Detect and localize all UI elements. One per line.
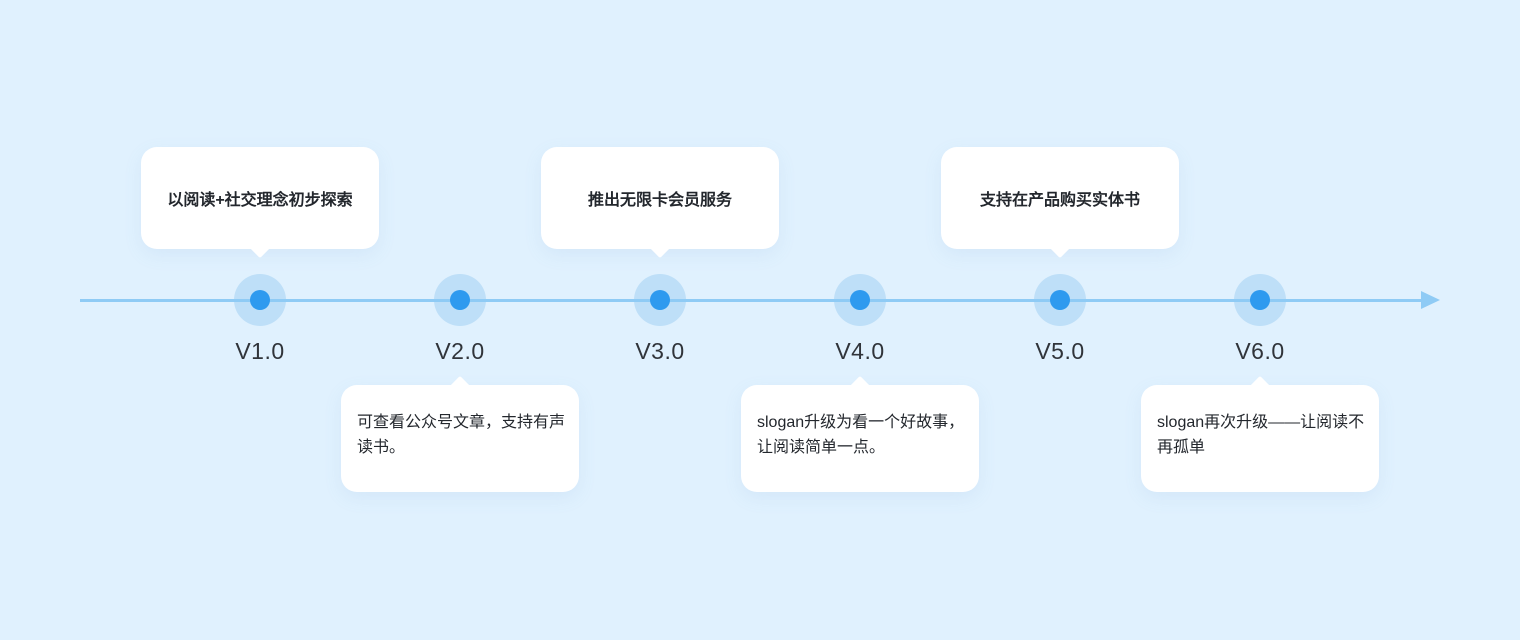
milestone-dot [1250,290,1270,310]
milestone-dot [650,290,670,310]
callout-bubble-v5: 支持在产品购买实体书 [941,147,1179,259]
callout-note: 可查看公众号文章，支持有声读书。 [357,414,566,456]
bubble-tail [249,236,271,259]
version-label: V5.0 [1035,338,1085,364]
version-label: V4.0 [835,338,885,364]
callout-bubble-v2: 可查看公众号文章，支持有声读书。 [341,375,579,492]
callout-bubble-v1: 以阅读+社交理念初步探索 [141,147,379,259]
bubble-tail [649,236,671,259]
version-label: V2.0 [435,338,485,364]
milestone-dot [1050,290,1070,310]
arrow-right-icon [1421,291,1440,309]
callout-bubble-v4: slogan升级为看一个好故事，让阅读简单一点。 [741,375,979,492]
callout-note: 以阅读+社交理念初步探索 [167,192,353,209]
version-label: V3.0 [635,338,685,364]
callout-bubble-v3: 推出无限卡会员服务 [541,147,779,259]
callout-note: 推出无限卡会员服务 [587,192,732,209]
version-label: V1.0 [235,338,285,364]
timeline-axis [80,299,1422,302]
callout-bubble-v6: slogan再次升级——让阅读不再孤单 [1141,375,1379,492]
milestone-dot [850,290,870,310]
bubble-tail [1049,236,1071,259]
milestone-dot [250,290,270,310]
callout-note: slogan升级为看一个好故事，让阅读简单一点。 [757,414,965,456]
milestone-dot [450,290,470,310]
version-label: V6.0 [1235,338,1285,364]
callout-note: 支持在产品购买实体书 [979,192,1140,209]
callout-note: slogan再次升级——让阅读不再孤单 [1157,414,1365,456]
